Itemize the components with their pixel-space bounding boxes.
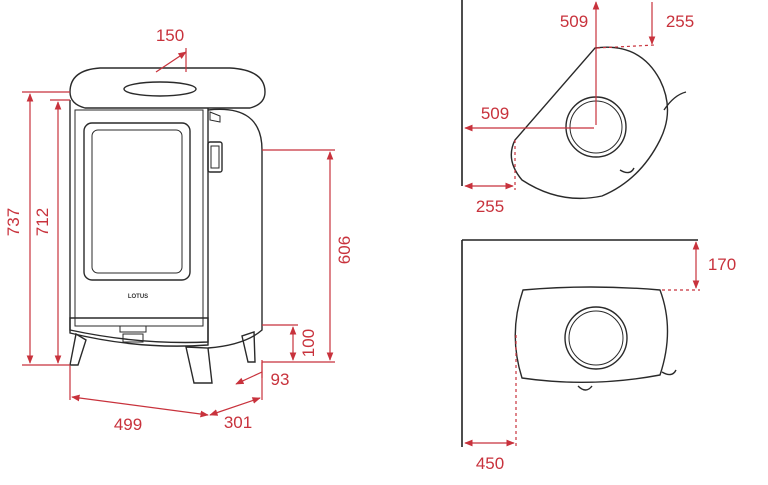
flue-leader	[155, 51, 187, 73]
wall-stove-body	[514, 286, 669, 384]
dim-height-737: 737	[4, 208, 23, 236]
corner-stove-body	[510, 46, 669, 200]
wall-plan: 170 450	[461, 239, 736, 473]
ash-slot	[122, 333, 144, 343]
dim-flue-150: 150	[156, 26, 184, 45]
dim-width-499: 499	[114, 415, 142, 434]
corner-foot	[619, 167, 635, 174]
ash-drawer	[69, 317, 209, 347]
dim-wall-450: 450	[476, 454, 504, 473]
dim-corner-509-v: 509	[560, 12, 588, 31]
dim-depth-301: 301	[224, 413, 252, 432]
dim-height-100: 100	[299, 329, 318, 357]
leg-left	[69, 332, 87, 366]
dim-line-301	[209, 397, 261, 416]
dim-wall-170: 170	[708, 255, 736, 274]
dim-depth-93: 93	[271, 370, 290, 389]
dim-line-93	[235, 371, 263, 385]
dim-corner-255-top: 255	[666, 12, 694, 31]
corner-plan: 509 255 509 255	[461, 0, 694, 216]
front-panel	[74, 109, 204, 327]
flue-opening	[123, 81, 197, 97]
dim-height-712: 712	[33, 208, 52, 236]
door-handle	[207, 141, 223, 173]
air-control	[119, 325, 147, 333]
stove-top	[69, 67, 266, 109]
leg-front-right	[185, 346, 213, 384]
brand-logo: LOTUS	[128, 294, 148, 300]
dim-line-499	[71, 394, 209, 418]
dim-height-606: 606	[335, 236, 354, 264]
wall-handle	[661, 369, 677, 376]
leg-back-right	[241, 331, 256, 363]
front-dimensions: 150 737 712 606 100 93 499 301	[4, 26, 354, 434]
wall-flue-inner	[568, 310, 624, 366]
dim-corner-255-bottom: 255	[476, 197, 504, 216]
glass-window	[83, 122, 191, 281]
glass-inner	[91, 129, 183, 274]
top-latch	[209, 111, 221, 123]
door-handle-inner	[210, 145, 220, 169]
dash-255-top	[596, 44, 656, 49]
dim-corner-509-h: 509	[481, 104, 509, 123]
wall-foot	[577, 385, 593, 391]
stove-front-view: LOTUS	[69, 67, 266, 384]
stove-body	[69, 100, 209, 344]
stove-side	[207, 108, 263, 349]
corner-handle	[663, 91, 687, 111]
wall-flue-outer	[564, 306, 628, 370]
